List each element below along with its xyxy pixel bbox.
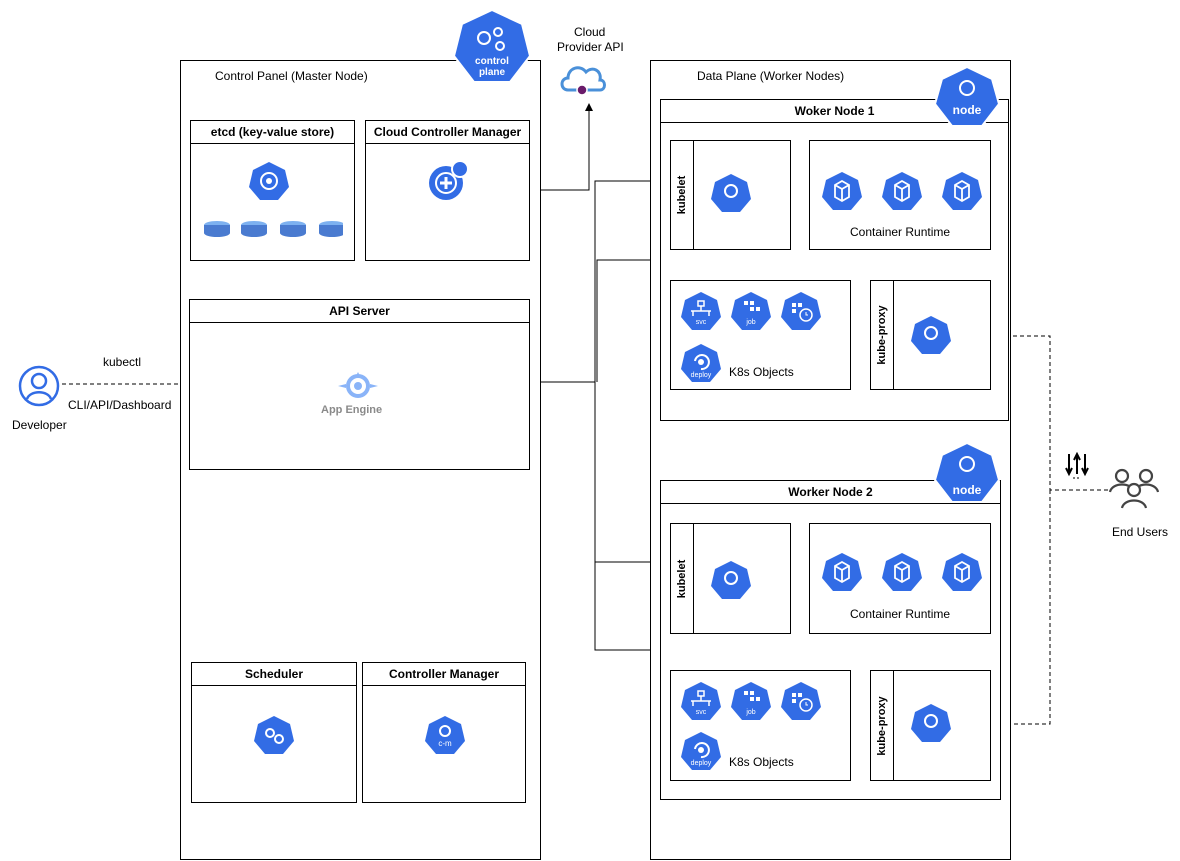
end-users-icon: [1108, 464, 1160, 510]
k8s-object-icons: svc job deploy: [681, 681, 831, 773]
cm-icon-text: c-m: [438, 739, 452, 748]
etcd-title: etcd (key-value store): [191, 121, 354, 144]
worker-1-badge: node: [953, 103, 982, 117]
controller-manager-box: Controller Manager c-m: [362, 662, 526, 803]
svg-text:plane: plane: [479, 67, 506, 78]
scheduler-title: Scheduler: [192, 663, 356, 686]
k8s-objects-1: svc job deploy K8s Objects: [670, 280, 851, 390]
api-server-title: API Server: [190, 300, 529, 323]
svc-icon-label: svc: [696, 319, 707, 326]
node-icon: node: [933, 441, 1001, 504]
ccm-icon: [424, 159, 470, 203]
objects-label-1: K8s Objects: [729, 365, 794, 379]
controller-manager-icon: c-m: [425, 715, 465, 755]
etcd-icon: [249, 161, 289, 201]
control-panel-title: Control Panel (Master Node): [215, 69, 368, 83]
worker-2-title: Worker Node 2: [661, 481, 1000, 504]
database-icon: [203, 217, 345, 239]
kubelet-box-1: kubelet: [670, 140, 791, 250]
container-runtime-1: Container Runtime: [809, 140, 991, 250]
app-engine-icon: [336, 372, 380, 400]
developer-icon: [18, 364, 60, 408]
etcd-box: etcd (key-value store): [190, 120, 355, 261]
deploy-icon-label: deploy: [691, 372, 712, 379]
deploy-icon-label: deploy: [691, 760, 712, 767]
control-plane-icon: control plane: [452, 8, 532, 88]
worker-1-title: Woker Node 1: [661, 100, 1008, 123]
api-server-box: API Server App Engine: [189, 299, 530, 470]
svc-icon-label: svc: [696, 709, 707, 716]
kubectl-label: kubectl: [103, 355, 142, 369]
kube-proxy-label-2: kube-proxy: [876, 695, 888, 756]
kube-proxy-box-1: kube-proxy: [870, 280, 991, 390]
job-icon-label: job: [745, 709, 755, 716]
end-users-label: End Users: [1112, 525, 1169, 539]
kubelet-box-2: kubelet: [670, 523, 791, 634]
ccm-box: Cloud Controller Manager: [365, 120, 530, 261]
container-icon: [822, 552, 982, 592]
container-runtime-2: Container Runtime: [809, 523, 991, 634]
developer-label: Developer: [12, 418, 67, 432]
app-engine-label: App Engine: [321, 404, 383, 416]
kube-proxy-box-2: kube-proxy: [870, 670, 991, 781]
cloud-icon: [558, 58, 608, 102]
kube-proxy-icon-2: [911, 703, 951, 743]
scheduler-icon: [254, 715, 294, 755]
cli-label: CLI/API/Dashboard: [68, 398, 172, 412]
node-icon: node: [933, 65, 1001, 128]
ccm-title: Cloud Controller Manager: [366, 121, 529, 144]
runtime-label-1: Container Runtime: [850, 225, 951, 239]
k8s-object-icons: svc job deploy: [681, 291, 831, 383]
objects-label-2: K8s Objects: [729, 755, 794, 769]
kubelet-icon-1: [711, 173, 751, 213]
kube-proxy-icon-1: [911, 315, 951, 355]
kubelet-icon-2: [711, 560, 751, 600]
kube-proxy-label-1: kube-proxy: [876, 305, 888, 365]
runtime-label-2: Container Runtime: [850, 607, 951, 621]
controller-manager-title: Controller Manager: [363, 663, 525, 686]
data-plane-title: Data Plane (Worker Nodes): [697, 69, 845, 83]
scheduler-box: Scheduler: [191, 662, 357, 803]
cloud-api-label-2: Provider API: [557, 40, 624, 54]
kubelet-label-2: kubelet: [676, 559, 688, 598]
kubelet-label-1: kubelet: [676, 175, 688, 215]
traffic-icon: [1065, 451, 1089, 482]
svg-text:control: control: [475, 56, 509, 67]
k8s-objects-2: svc job deploy K8s Objects: [670, 670, 851, 781]
job-icon-label: job: [745, 319, 755, 326]
container-icon: [822, 171, 982, 211]
cloud-api-label-1: Cloud: [574, 25, 606, 39]
worker-2-badge: node: [953, 483, 982, 497]
